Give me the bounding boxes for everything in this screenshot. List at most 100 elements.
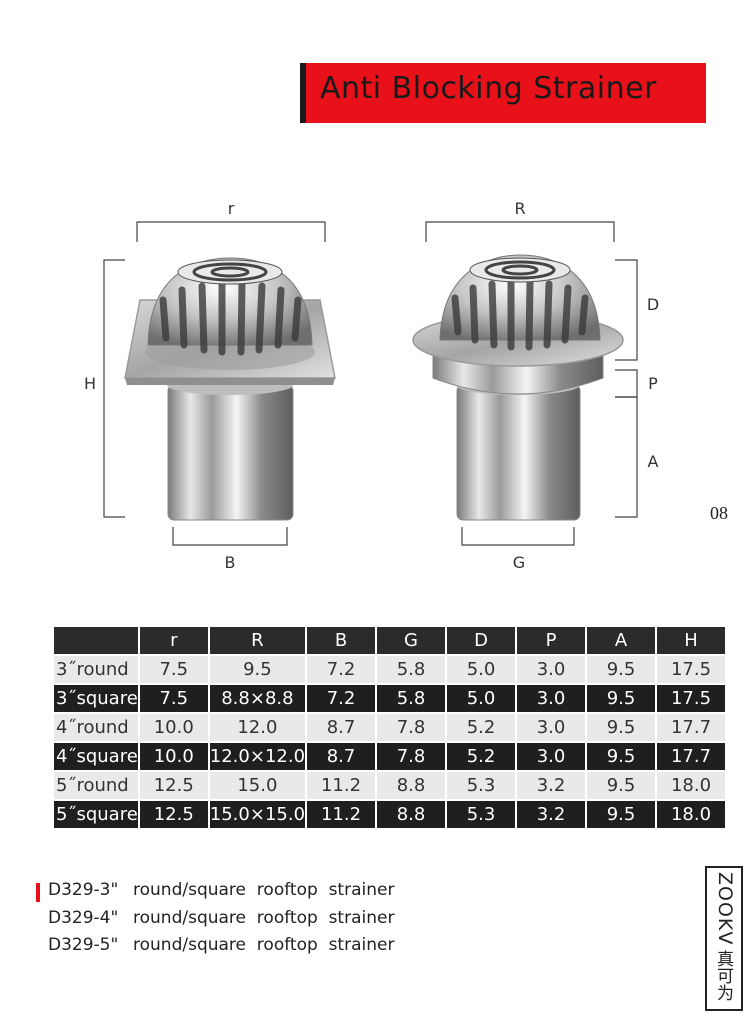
model-code: D329-3" [48, 880, 119, 900]
red-accent-bar [36, 883, 40, 902]
table-row: 5˝round 12.5 15.0 11.2 8.8 5.3 3.2 9.5 1… [52, 770, 728, 801]
page-number: 08 [710, 503, 728, 523]
dim-label-H: H [84, 374, 96, 393]
table-cell: 5.0 [445, 683, 518, 714]
round-strainer-illustration [412, 254, 624, 521]
table-cell: 17.7 [655, 712, 728, 743]
dim-label-r: r [228, 199, 235, 218]
table-header-cell: r [137, 625, 210, 656]
table-cell: 12.5 [137, 770, 210, 801]
model-code: D329-5" [48, 935, 119, 955]
row-label: 4˝round [52, 712, 140, 743]
table-row: 3˝round 7.5 9.5 7.2 5.8 5.0 3.0 9.5 17.5 [52, 654, 728, 685]
dim-label-A: A [648, 452, 659, 471]
table-cell: 10.0 [137, 741, 210, 772]
dim-label-P: P [648, 374, 658, 393]
left-dimension-lines [103, 221, 326, 546]
table-cell: 5.2 [445, 741, 518, 772]
dim-label-R: R [514, 199, 525, 218]
table-cell: 5.3 [445, 799, 518, 830]
table-cell: 10.0 [137, 712, 210, 743]
table-cell: 17.7 [655, 741, 728, 772]
title-banner: Anti Blocking Strainer [300, 63, 706, 123]
table-row: 4˝round 10.0 12.0 8.7 7.8 5.2 3.0 9.5 17… [52, 712, 728, 743]
right-dimension-lines [425, 221, 638, 546]
table-cell: 17.5 [655, 683, 728, 714]
product-diagram: r H B R D P A G [84, 199, 659, 572]
dim-label-D: D [647, 295, 659, 314]
table-cell: 18.0 [655, 799, 728, 830]
table-cell: 3.0 [515, 712, 588, 743]
table-cell: 8.7 [305, 741, 378, 772]
table-cell: 7.2 [305, 683, 378, 714]
table-header-cell: D [445, 625, 518, 656]
brand-cjk-name: 真可为 [713, 950, 733, 1001]
table-header-row: r R B G D P A H [52, 625, 728, 656]
table-cell: 3.2 [515, 770, 588, 801]
table-cell: 12.0 [207, 712, 308, 743]
list-item: D329-3" round/square rooftop strainer [36, 880, 394, 908]
brand-logo: ZOOKV 真可为 [705, 866, 743, 1011]
model-code: D329-4" [48, 907, 119, 928]
dim-label-G: G [513, 553, 525, 572]
table-cell: 8.8×8.8 [207, 683, 308, 714]
table-cell: 9.5 [585, 741, 658, 772]
table-cell: 15.0×15.0 [207, 799, 308, 830]
model-description: round/square rooftop strainer [133, 880, 395, 900]
table-cell: 15.0 [207, 770, 308, 801]
page-title: Anti Blocking Strainer [320, 71, 657, 106]
table-header-cell: P [515, 625, 588, 656]
table-cell: 9.5 [585, 712, 658, 743]
table-header-cell: H [655, 625, 728, 656]
table-cell: 5.8 [375, 654, 448, 685]
table-cell: 5.0 [445, 654, 518, 685]
table-header-cell: A [585, 625, 658, 656]
table-cell: 11.2 [305, 799, 378, 830]
list-item: D329-4" round/square rooftop strainer [36, 908, 394, 936]
table-cell: 7.5 [137, 683, 210, 714]
table-cell: 3.0 [515, 654, 588, 685]
table-row: 3˝square 7.5 8.8×8.8 7.2 5.8 5.0 3.0 9.5… [52, 683, 728, 714]
table-header-cell: G [375, 625, 448, 656]
table-cell: 12.0×12.0 [207, 741, 308, 772]
table-cell: 7.5 [137, 654, 210, 685]
table-cell: 3.2 [515, 799, 588, 830]
table-cell: 11.2 [305, 770, 378, 801]
model-description: round/square rooftop strainer [133, 907, 395, 928]
row-label: 3˝round [52, 654, 140, 685]
row-label: 3˝square [52, 683, 140, 714]
brand-name: ZOOKV [714, 872, 736, 946]
table-cell: 9.5 [585, 799, 658, 830]
table-cell: 9.5 [207, 654, 308, 685]
model-list: D329-3" round/square rooftop strainer D32… [36, 880, 394, 963]
table-cell: 8.8 [375, 770, 448, 801]
square-strainer-illustration [124, 257, 336, 521]
table-cell: 5.3 [445, 770, 518, 801]
table-cell: 9.5 [585, 683, 658, 714]
table-cell: 3.0 [515, 683, 588, 714]
table-cell: 8.7 [305, 712, 378, 743]
table-cell: 7.2 [305, 654, 378, 685]
table-cell: 7.8 [375, 712, 448, 743]
row-label: 5˝round [52, 770, 140, 801]
table-cell: 12.5 [137, 799, 210, 830]
table-header-cell: R [207, 625, 308, 656]
table-header-cell [52, 625, 140, 656]
table-cell: 3.0 [515, 741, 588, 772]
table-row: 4˝square 10.0 12.0×12.0 8.7 7.8 5.2 3.0 … [52, 741, 728, 772]
table-cell: 5.8 [375, 683, 448, 714]
table-cell: 18.0 [655, 770, 728, 801]
spec-table: r R B G D P A H 3˝round 7.5 9.5 7.2 5.8 … [52, 625, 728, 830]
dim-label-B: B [225, 553, 236, 572]
model-description: round/square rooftop strainer [133, 935, 395, 955]
table-cell: 17.5 [655, 654, 728, 685]
list-item: D329-5" round/square rooftop strainer [36, 935, 394, 963]
row-label: 4˝square [52, 741, 140, 772]
table-cell: 8.8 [375, 799, 448, 830]
table-cell: 5.2 [445, 712, 518, 743]
table-header-cell: B [305, 625, 378, 656]
table-row: 5˝square 12.5 15.0×15.0 11.2 8.8 5.3 3.2… [52, 799, 728, 830]
table-cell: 7.8 [375, 741, 448, 772]
row-label: 5˝square [52, 799, 140, 830]
table-cell: 9.5 [585, 654, 658, 685]
